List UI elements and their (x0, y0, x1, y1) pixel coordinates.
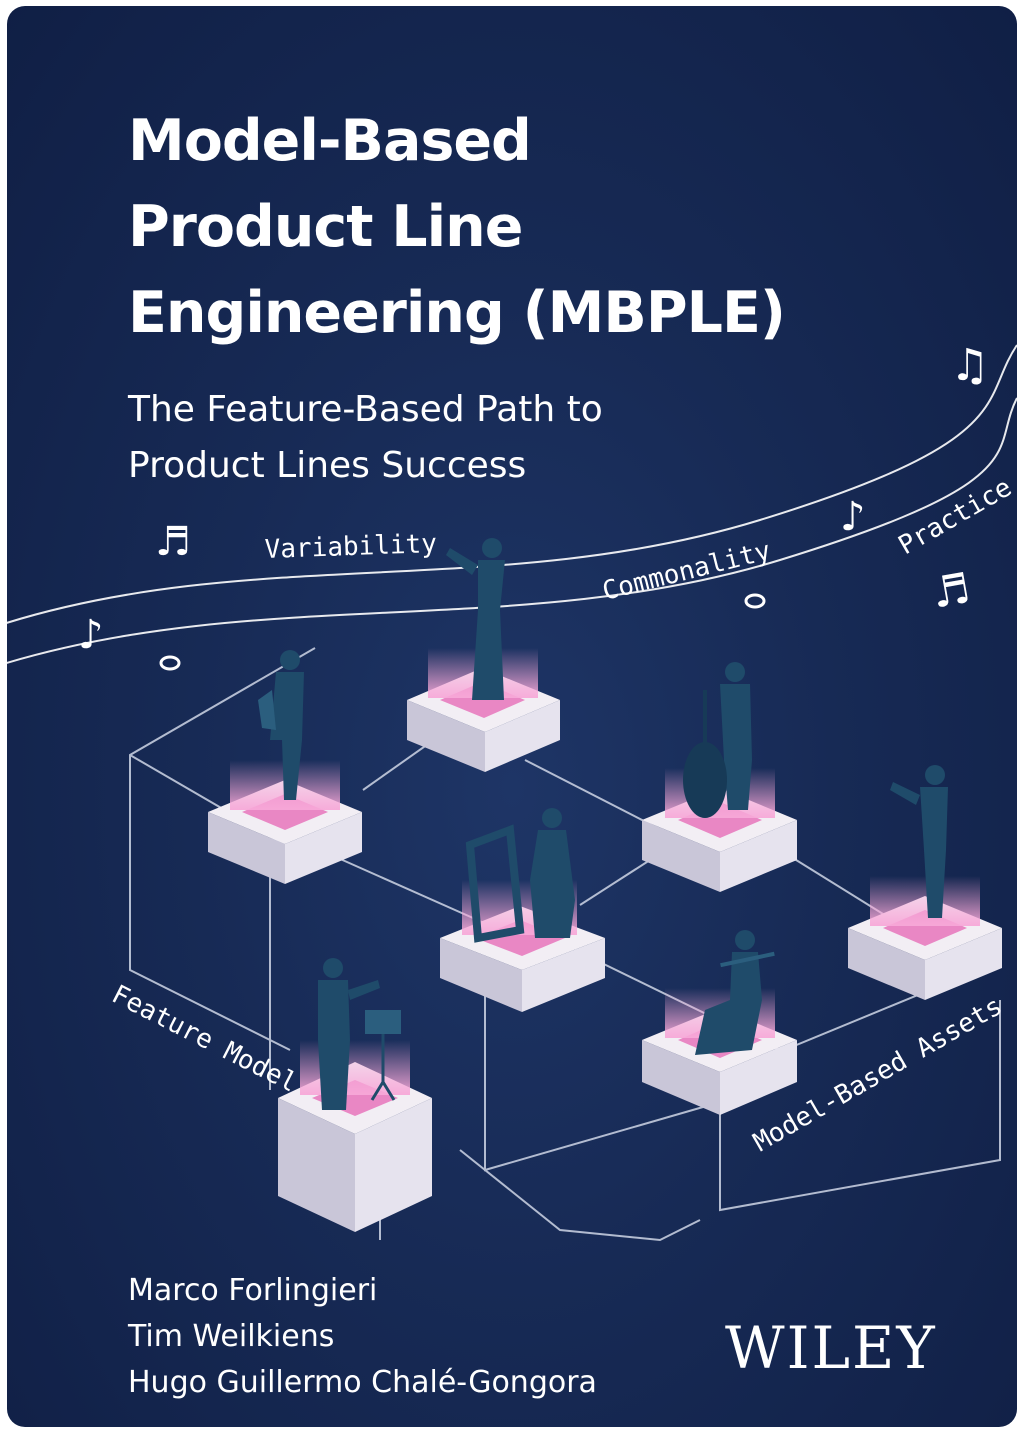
author-name: Tim Weilkiens (128, 1319, 335, 1354)
book-subtitle-line: The Feature-Based Path to (128, 389, 603, 430)
second-violinist-figure (890, 765, 948, 918)
music-note-icon: ♬ (928, 563, 974, 618)
conductor-figure (318, 958, 401, 1110)
flutist-figure (695, 930, 775, 1055)
musicians (258, 538, 948, 1110)
whole-note-icon (159, 655, 181, 671)
saxophonist-figure (258, 650, 304, 800)
harpist-figure (465, 808, 575, 943)
pedestal-far-right (848, 876, 1002, 1000)
music-note-icon: ♫ (950, 340, 989, 391)
cellist-figure (683, 662, 752, 818)
book-title: Model-Based Product Line Engineering (MB… (128, 98, 786, 356)
label-feature-model: Feature Model (107, 980, 302, 1099)
book-title-line: Product Line (128, 194, 523, 260)
music-note-icon: ♬ (155, 519, 191, 565)
music-note-icon: ♪ (78, 612, 104, 658)
violinist-figure (446, 538, 505, 700)
book-cover: Variability Commonality Practice Feature… (7, 6, 1017, 1427)
author-list: Marco Forlingieri Tim Weilkiens Hugo Gui… (128, 1268, 597, 1406)
pedestals (208, 648, 1002, 1232)
label-variability: Variability (264, 529, 437, 565)
pedestal-center (440, 880, 605, 1012)
author-name: Marco Forlingieri (128, 1273, 378, 1308)
music-staff (7, 344, 1017, 664)
pedestal-conductor (278, 1040, 432, 1232)
publisher-logo: WILEY (725, 1314, 937, 1382)
book-title-line: Model-Based (128, 108, 532, 174)
whole-note-icon (744, 593, 766, 609)
music-note-icon: ♪ (840, 494, 866, 540)
book-title-line: Engineering (MBPLE) (128, 280, 786, 346)
cover-illustration: Variability Commonality Practice Feature… (7, 340, 1017, 1242)
label-practice: Practice (894, 472, 1017, 561)
book-subtitle-line: Product Lines Success (128, 445, 527, 486)
pedestal-left (208, 760, 362, 884)
author-name: Hugo Guillermo Chalé-Gongora (128, 1365, 597, 1400)
book-subtitle: The Feature-Based Path to Product Lines … (128, 382, 603, 494)
